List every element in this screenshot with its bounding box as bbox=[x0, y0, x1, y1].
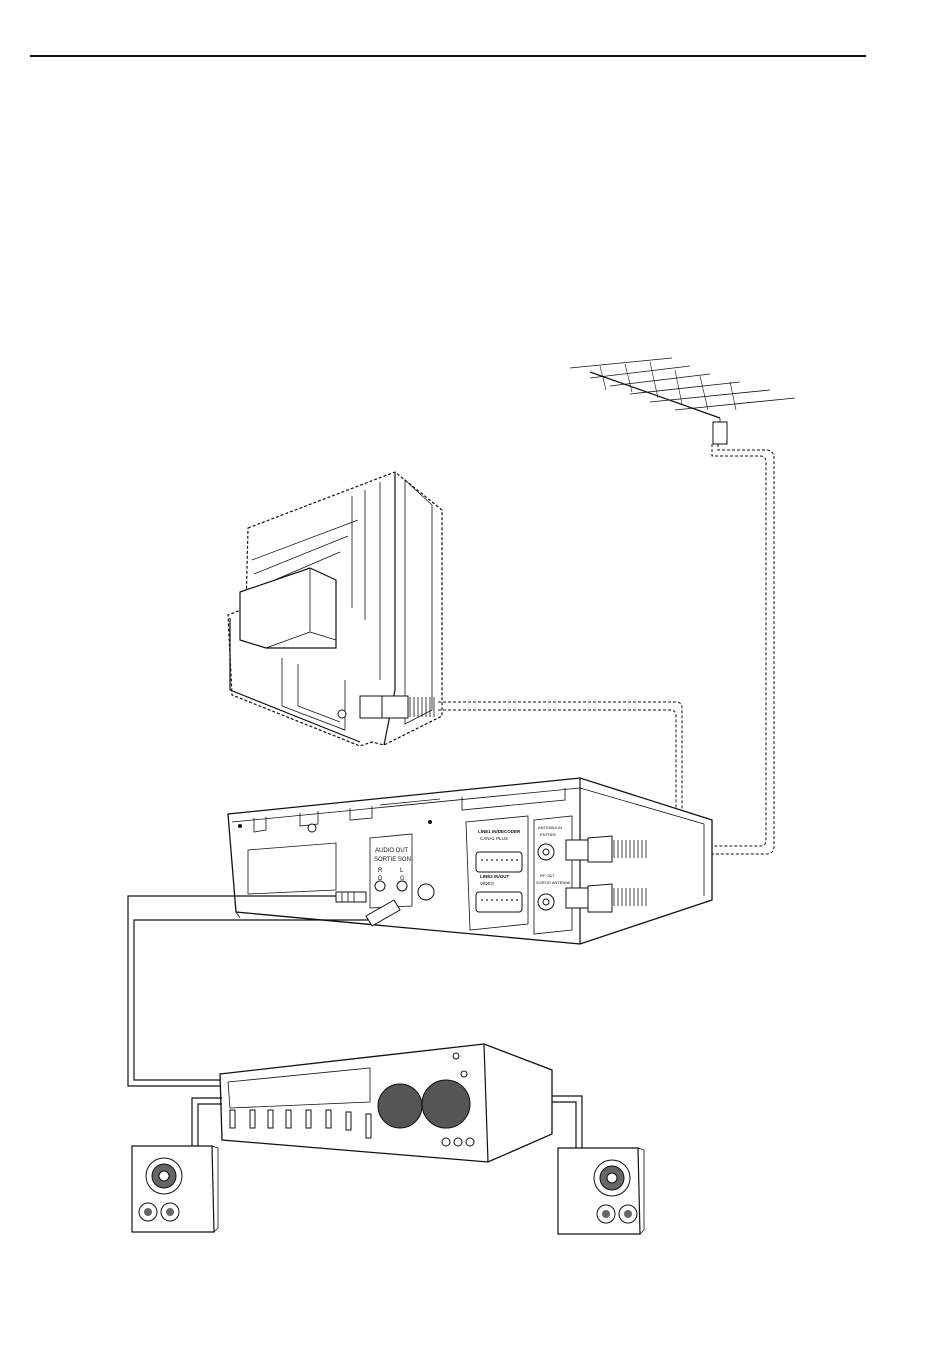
scart2-label: LINE2 IN/OUT bbox=[480, 874, 510, 879]
scart1-sublabel: CANAL PLUS bbox=[480, 836, 508, 841]
left-speaker-wire bbox=[192, 1098, 222, 1148]
audio-right-label: R bbox=[378, 868, 383, 874]
right-speaker-icon bbox=[558, 1148, 644, 1234]
left-speaker-icon bbox=[132, 1146, 218, 1232]
amplifier-illustration bbox=[220, 1044, 552, 1162]
antenna-in-sublabel: ENTREE bbox=[540, 832, 557, 837]
antenna-icon bbox=[570, 358, 795, 444]
right-speaker-wire bbox=[552, 1096, 582, 1148]
vcr-rear-illustration bbox=[228, 778, 712, 944]
antenna-in-label: ANTENNA IN bbox=[538, 825, 562, 830]
rf-out-sublabel: SORTIE ANTENNE bbox=[536, 880, 571, 885]
tv-rear-illustration bbox=[228, 472, 442, 746]
audio-gauche-label: G bbox=[400, 876, 405, 882]
audio-out-label: AUDIO OUT bbox=[375, 848, 409, 854]
scart2-sublabel: VIDEO bbox=[480, 881, 495, 886]
sortie-son-label: SORTIE SON bbox=[374, 857, 411, 863]
audio-droite-label: D bbox=[378, 876, 383, 882]
audio-cable bbox=[128, 896, 336, 1086]
rf-out-label: RF OUT bbox=[540, 873, 555, 878]
scart1-label: LINE1 IN/DECODER bbox=[478, 829, 521, 834]
antenna-cable bbox=[650, 444, 766, 846]
